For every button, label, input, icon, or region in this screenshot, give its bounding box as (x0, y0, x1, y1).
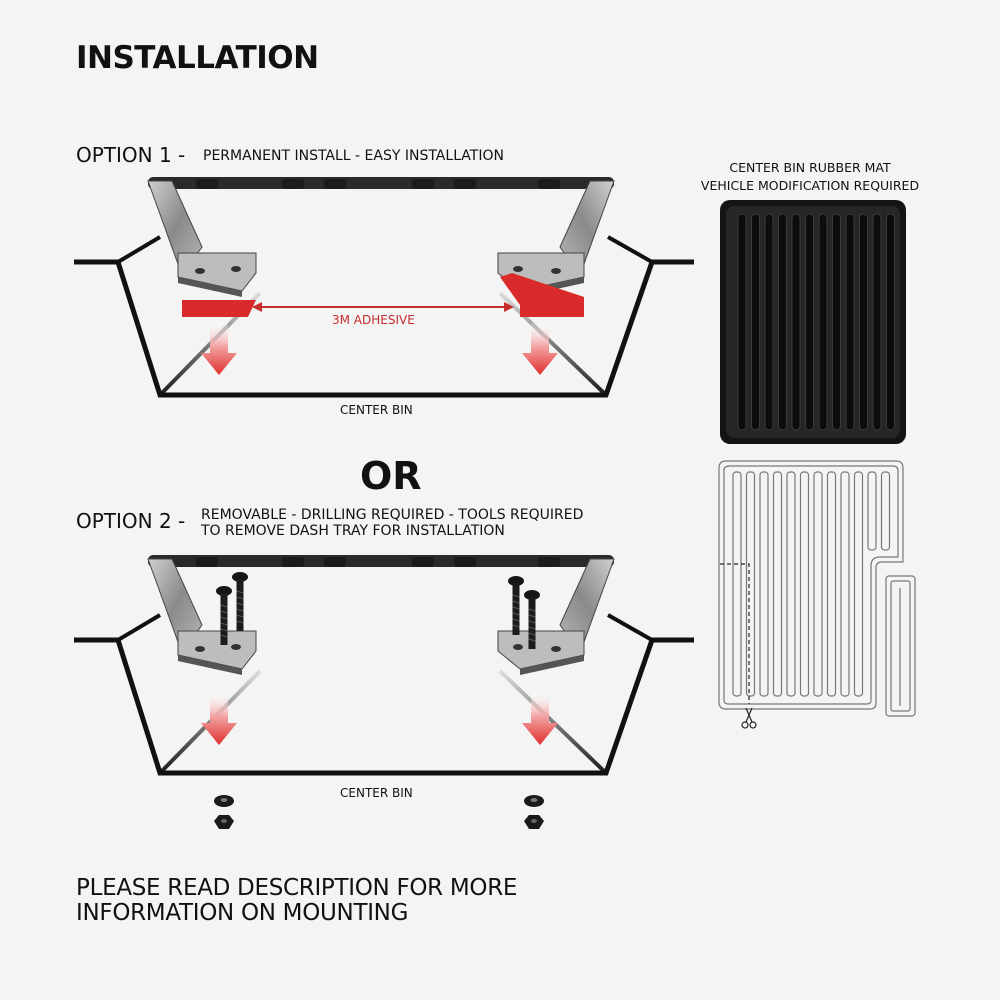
down-arrow-right (522, 323, 558, 375)
scissors-icon (741, 707, 757, 729)
mat-rib (832, 213, 841, 431)
mat-rib (845, 213, 855, 431)
template-rib (799, 471, 810, 697)
option2-bin-outline (74, 615, 694, 773)
mat-rib (737, 213, 747, 431)
template-rib (813, 471, 823, 697)
washer-nut-right (524, 795, 544, 829)
footer-line2: INFORMATION ON MOUNTING (76, 900, 409, 926)
or-label: OR (360, 454, 422, 498)
mat-label-line2: VEHICLE MODIFICATION REQUIRED (700, 178, 920, 193)
option2-subtitle-line2: TO REMOVE DASH TRAY FOR INSTALLATION (201, 523, 505, 539)
mat-rib (859, 213, 868, 431)
rubber-mat-image (720, 200, 906, 444)
mat-rib (778, 213, 787, 431)
bolt-right-1 (507, 575, 525, 636)
template-rib (867, 471, 877, 551)
mat-rib (751, 213, 760, 431)
adhesive-pad-left (182, 300, 256, 317)
option2-diagram (74, 555, 694, 829)
option2-subtitle-line1: REMOVABLE - DRILLING REQUIRED - TOOLS RE… (201, 507, 584, 523)
template-rib (853, 471, 864, 697)
mat-rib (886, 213, 895, 431)
option2-dash-tray (148, 555, 614, 567)
mat-rib (791, 213, 801, 431)
option1-subtitle: PERMANENT INSTALL - EASY INSTALLATION (203, 148, 504, 164)
footer-note: PLEASE READ DESCRIPTION FOR MORE INFORMA… (76, 876, 517, 926)
template-rib (826, 471, 837, 697)
template-rib (759, 471, 769, 697)
option2-subtitle: REMOVABLE - DRILLING REQUIRED - TOOLS RE… (201, 507, 583, 539)
option2-bin-label: CENTER BIN (340, 786, 413, 800)
adhesive-label: 3M ADHESIVE (332, 313, 415, 327)
option2-heading: OPTION 2 - (76, 509, 186, 533)
template-rib (732, 471, 742, 697)
mat-rib (872, 213, 882, 431)
page-title: INSTALLATION (76, 40, 319, 76)
mat-cut-template (718, 460, 916, 717)
adhesive-double-arrow (252, 302, 514, 312)
bolt-left-1 (231, 571, 249, 632)
template-rib (745, 471, 756, 697)
template-rib (786, 471, 796, 697)
mat-rib (805, 213, 814, 431)
adhesive-pad-right (500, 273, 584, 317)
template-rib (880, 471, 891, 551)
template-rib (840, 471, 850, 697)
option1-left-bracket (147, 180, 257, 298)
option1-dash-tray (148, 177, 614, 189)
mat-label: CENTER BIN RUBBER MAT VEHICLE MODIFICATI… (690, 159, 930, 195)
option1-heading: OPTION 1 - (76, 143, 186, 167)
washer-nut-left (214, 795, 234, 829)
template-rib (772, 471, 783, 697)
footer-line1: PLEASE READ DESCRIPTION FOR MORE (76, 875, 518, 901)
mat-rib (764, 213, 774, 431)
mat-rib (818, 213, 828, 431)
option1-bin-label: CENTER BIN (340, 403, 413, 417)
option1-diagram (74, 177, 694, 395)
mat-label-line1: CENTER BIN RUBBER MAT (729, 160, 891, 175)
